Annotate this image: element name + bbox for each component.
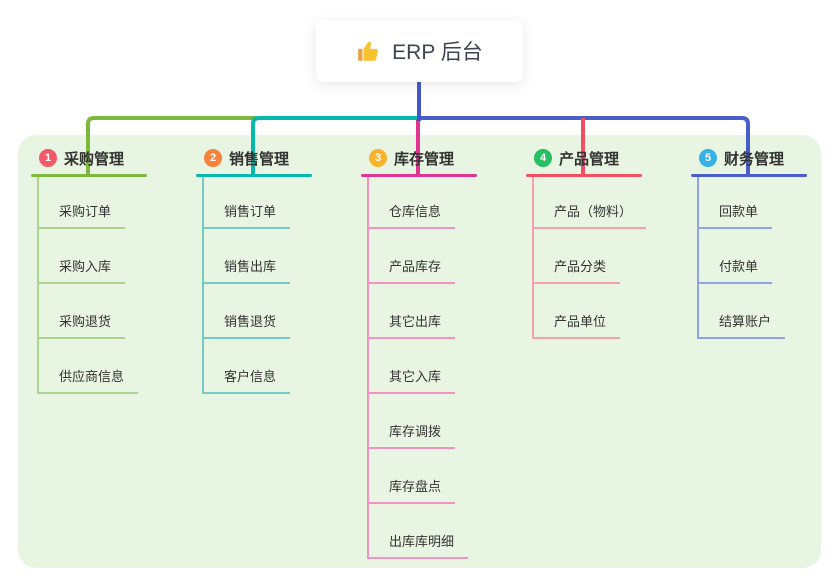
- child-node[interactable]: 销售退货: [204, 284, 291, 339]
- branch-title-label: 销售管理: [229, 150, 290, 168]
- branch-node-title[interactable]: 2 销售管理: [196, 146, 312, 170]
- child-node[interactable]: 产品库存: [369, 229, 456, 284]
- branch-title-label: 库存管理: [394, 150, 455, 168]
- child-node[interactable]: 出库库明细: [369, 504, 469, 559]
- branch-children: 产品（物料）产品分类产品单位: [532, 177, 647, 339]
- branch-number-badge: 4: [534, 149, 552, 167]
- child-node[interactable]: 供应商信息: [39, 339, 139, 394]
- child-node[interactable]: 采购订单: [39, 177, 126, 229]
- branch-children: 仓库信息产品库存其它出库其它入库库存调拨库存盘点出库库明细: [367, 177, 469, 559]
- branch-node-title[interactable]: 1 采购管理: [31, 146, 147, 170]
- branch-node-title[interactable]: 4 产品管理: [526, 146, 642, 170]
- thumbs-up-icon: [356, 38, 382, 64]
- child-node[interactable]: 采购退货: [39, 284, 126, 339]
- child-node[interactable]: 其它出库: [369, 284, 456, 339]
- child-node[interactable]: 仓库信息: [369, 177, 456, 229]
- child-node[interactable]: 其它入库: [369, 339, 456, 394]
- branch-children: 回款单付款单结算账户: [697, 177, 786, 339]
- child-node[interactable]: 销售出库: [204, 229, 291, 284]
- child-node[interactable]: 客户信息: [204, 339, 291, 394]
- child-node[interactable]: 库存调拨: [369, 394, 456, 449]
- branch-title-label: 财务管理: [724, 150, 785, 168]
- branch-node-title[interactable]: 5 财务管理: [691, 146, 807, 170]
- child-node[interactable]: 销售订单: [204, 177, 291, 229]
- mindmap-branches-panel: [18, 135, 821, 568]
- branch-2: 2 销售管理销售订单销售出库销售退货客户信息: [196, 146, 312, 394]
- branch-number-badge: 2: [204, 149, 222, 167]
- branch-children: 采购订单采购入库采购退货供应商信息: [37, 177, 139, 394]
- child-node[interactable]: 回款单: [699, 177, 773, 229]
- child-node[interactable]: 采购入库: [39, 229, 126, 284]
- branch-4: 4 产品管理产品（物料）产品分类产品单位: [526, 146, 647, 339]
- child-node[interactable]: 产品（物料）: [534, 177, 647, 229]
- child-node[interactable]: 产品单位: [534, 284, 621, 339]
- child-node[interactable]: 结算账户: [699, 284, 786, 339]
- branch-number-badge: 5: [699, 149, 717, 167]
- root-node-erp[interactable]: ERP 后台: [316, 20, 523, 82]
- branch-1: 1 采购管理采购订单采购入库采购退货供应商信息: [31, 146, 147, 394]
- branch-title-label: 采购管理: [64, 150, 125, 168]
- branch-number-badge: 3: [369, 149, 387, 167]
- branch-5: 5 财务管理回款单付款单结算账户: [691, 146, 807, 339]
- child-node[interactable]: 库存盘点: [369, 449, 456, 504]
- branch-3: 3 库存管理仓库信息产品库存其它出库其它入库库存调拨库存盘点出库库明细: [361, 146, 477, 559]
- branch-children: 销售订单销售出库销售退货客户信息: [202, 177, 291, 394]
- branch-number-badge: 1: [39, 149, 57, 167]
- branch-node-title[interactable]: 3 库存管理: [361, 146, 477, 170]
- root-node-label: ERP 后台: [392, 41, 483, 64]
- child-node[interactable]: 产品分类: [534, 229, 621, 284]
- child-node[interactable]: 付款单: [699, 229, 773, 284]
- branch-title-label: 产品管理: [559, 150, 620, 168]
